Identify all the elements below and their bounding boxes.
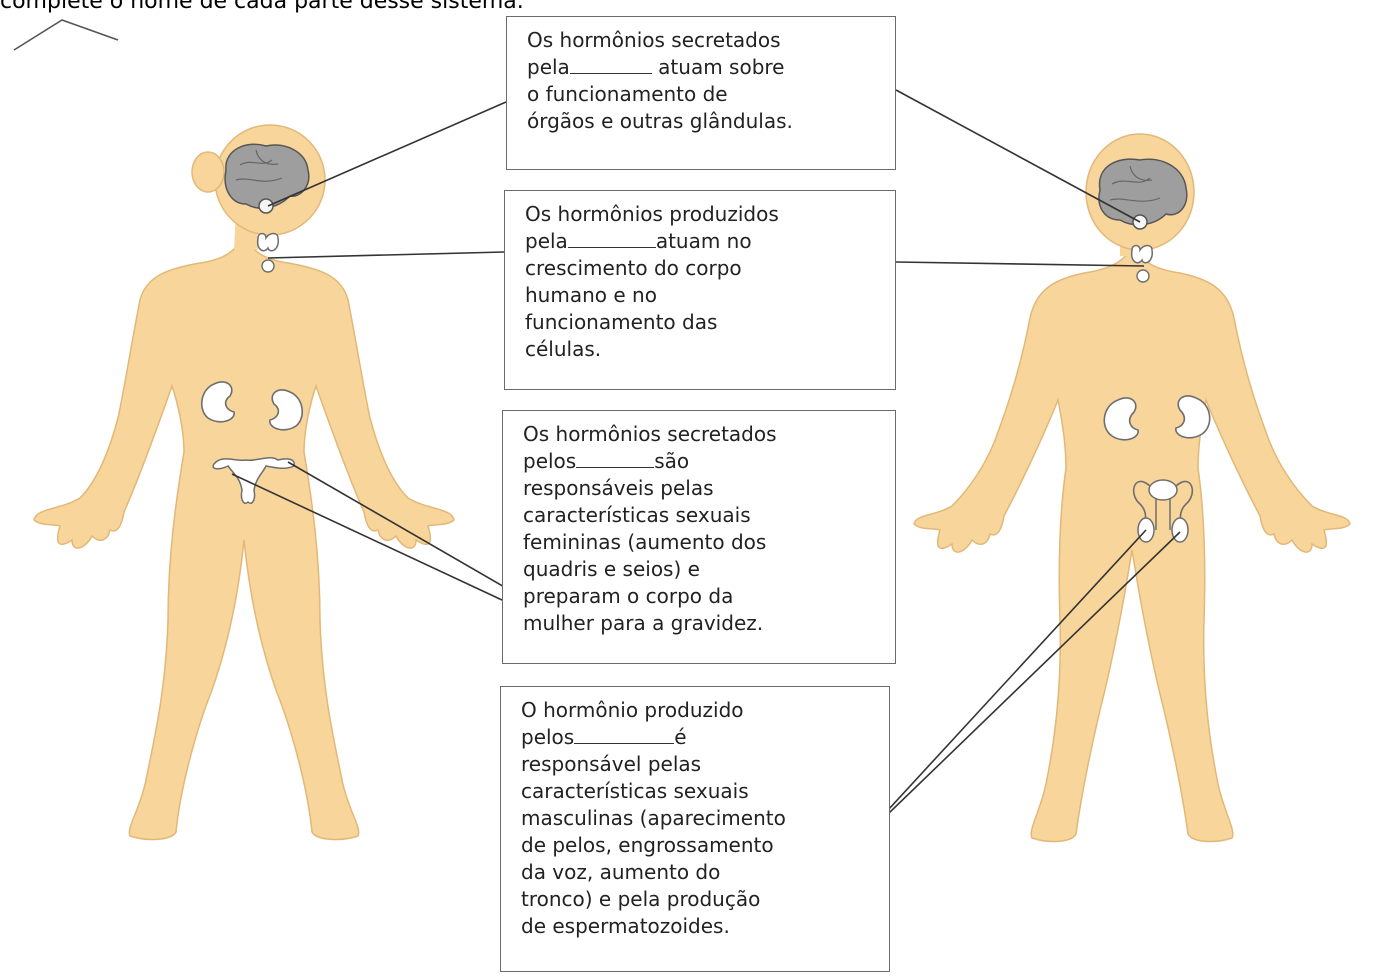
box-line: O hormônio produzido bbox=[521, 697, 871, 724]
box-line: funcionamento das bbox=[525, 309, 877, 336]
male-thyroid bbox=[1132, 246, 1153, 263]
box-line: o funcionamento de bbox=[527, 81, 877, 108]
box-line: de espermatozoides. bbox=[521, 913, 871, 940]
female-thyroid bbox=[258, 234, 279, 251]
line-box2-female-thyroid bbox=[268, 252, 504, 258]
box-line-with-blank: pelaatuam no bbox=[525, 228, 877, 255]
female-body bbox=[34, 238, 454, 839]
line-box3-female-ovary-b bbox=[288, 462, 520, 596]
box-line: quadris e seios) e bbox=[523, 556, 877, 583]
box-line: mulher para a gravidez. bbox=[523, 610, 877, 637]
male-figure bbox=[914, 134, 1350, 841]
box-line: masculinas (aparecimento bbox=[521, 805, 871, 832]
info-box-ovaries: Os hormônios secretados pelossão respons… bbox=[502, 410, 896, 664]
female-figure bbox=[34, 125, 454, 839]
box-line: crescimento do corpo bbox=[525, 255, 877, 282]
fill-blank[interactable] bbox=[576, 448, 654, 468]
male-larynx bbox=[1137, 270, 1149, 282]
female-hair-bun bbox=[192, 152, 224, 192]
box-line: órgãos e outras glândulas. bbox=[527, 108, 877, 135]
line-box4-male-testis-b bbox=[888, 532, 1180, 814]
box-line: Os hormônios secretados bbox=[527, 27, 877, 54]
female-pituitary bbox=[259, 199, 273, 213]
box-line: características sexuais bbox=[523, 502, 877, 529]
box-line: tronco) e pela produção bbox=[521, 886, 871, 913]
box-line-with-blank: pelosé bbox=[521, 724, 871, 751]
fill-blank[interactable] bbox=[574, 724, 674, 744]
box-line: características sexuais bbox=[521, 778, 871, 805]
male-body bbox=[914, 246, 1350, 841]
box-line: da voz, aumento do bbox=[521, 859, 871, 886]
line-box2-male-thyroid bbox=[896, 262, 1144, 266]
box-line: Os hormônios secretados bbox=[523, 421, 877, 448]
box-line-with-blank: pela atuam sobre bbox=[527, 54, 877, 81]
fill-blank[interactable] bbox=[568, 228, 656, 248]
info-box-thyroid: Os hormônios produzidos pelaatuam no cre… bbox=[504, 190, 896, 390]
female-larynx bbox=[262, 260, 274, 272]
box-line: Os hormônios produzidos bbox=[525, 201, 877, 228]
box-line: femininas (aumento dos bbox=[523, 529, 877, 556]
box-line: responsável pelas bbox=[521, 751, 871, 778]
info-box-testes: O hormônio produzido pelosé responsável … bbox=[500, 686, 890, 972]
box-line: responsáveis pelas bbox=[523, 475, 877, 502]
corner-scribble bbox=[14, 20, 118, 50]
box-line-with-blank: pelossão bbox=[523, 448, 877, 475]
box-line: preparam o corpo da bbox=[523, 583, 877, 610]
info-box-pituitary: Os hormônios secretados pela atuam sobre… bbox=[506, 16, 896, 170]
box-line: de pelos, engrossamento bbox=[521, 832, 871, 859]
box-line: humano e no bbox=[525, 282, 877, 309]
fill-blank[interactable] bbox=[570, 54, 652, 74]
box-line: células. bbox=[525, 336, 877, 363]
